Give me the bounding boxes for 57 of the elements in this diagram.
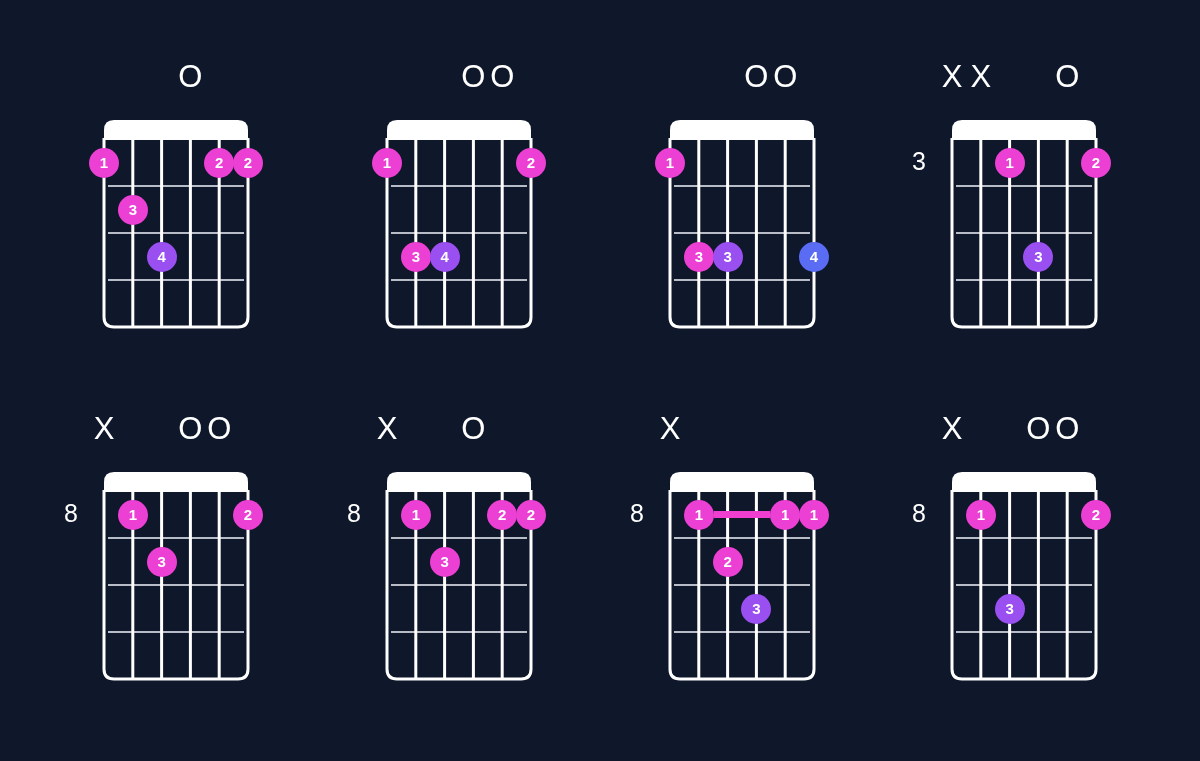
string-marker: X bbox=[376, 411, 398, 447]
finger-dot: 2 bbox=[516, 147, 546, 178]
finger-dot: 2 bbox=[233, 499, 263, 530]
string-marker: O bbox=[1055, 59, 1080, 95]
fret-number: 3 bbox=[912, 146, 926, 176]
string-marker: X bbox=[93, 411, 115, 447]
finger-dot: 1 bbox=[655, 147, 685, 178]
finger-dot: 2 bbox=[712, 546, 743, 577]
finger-dot: 3 bbox=[712, 241, 743, 272]
finger-dot: 2 bbox=[1081, 147, 1111, 178]
finger-dot: 1 bbox=[994, 147, 1025, 178]
string-marker: X bbox=[941, 411, 963, 447]
finger-dot: 2 bbox=[1081, 499, 1111, 530]
string-marker: O bbox=[461, 411, 486, 447]
string-marker: X bbox=[659, 411, 681, 447]
finger-dot: 1 bbox=[799, 499, 829, 530]
finger-dot: 1 bbox=[400, 499, 431, 530]
finger-dot: 2 bbox=[233, 147, 263, 178]
fret-number: 8 bbox=[630, 498, 644, 528]
finger-dot: 3 bbox=[994, 593, 1025, 624]
finger-dot: 3 bbox=[146, 546, 177, 577]
string-marker: O bbox=[490, 59, 515, 95]
string-marker: O bbox=[1026, 411, 1051, 447]
fret-number: 8 bbox=[912, 498, 926, 528]
string-marker: O bbox=[178, 411, 203, 447]
finger-dot: 1 bbox=[683, 499, 714, 530]
finger-dot: 3 bbox=[683, 241, 714, 272]
finger-dot: 3 bbox=[429, 546, 460, 577]
finger-dot: 2 bbox=[516, 499, 546, 530]
chord-chart bbox=[371, 118, 547, 331]
string-marker: O bbox=[744, 59, 769, 95]
finger-dot: 3 bbox=[400, 241, 431, 272]
chord-chart bbox=[654, 118, 830, 331]
finger-dot: 4 bbox=[146, 241, 177, 272]
finger-dot: 3 bbox=[117, 194, 148, 225]
chord-chart bbox=[88, 118, 264, 331]
finger-dot: 2 bbox=[487, 499, 518, 530]
finger-dot: 1 bbox=[770, 499, 801, 530]
fret-number: 8 bbox=[347, 498, 361, 528]
string-marker: O bbox=[178, 59, 203, 95]
string-marker: X bbox=[970, 59, 992, 95]
finger-dot: 1 bbox=[372, 147, 402, 178]
finger-dot: 2 bbox=[204, 147, 235, 178]
finger-dot: 3 bbox=[741, 593, 772, 624]
string-marker: O bbox=[461, 59, 486, 95]
finger-dot: 1 bbox=[965, 499, 996, 530]
fret-number: 8 bbox=[64, 498, 78, 528]
string-marker: X bbox=[941, 59, 963, 95]
finger-dot: 1 bbox=[89, 147, 119, 178]
finger-dot: 1 bbox=[117, 499, 148, 530]
string-marker: O bbox=[207, 411, 232, 447]
string-marker: O bbox=[1055, 411, 1080, 447]
finger-dot: 4 bbox=[429, 241, 460, 272]
string-marker: O bbox=[773, 59, 798, 95]
finger-dot: 3 bbox=[1023, 241, 1054, 272]
finger-dot: 4 bbox=[799, 241, 829, 272]
barre-line bbox=[713, 511, 771, 518]
